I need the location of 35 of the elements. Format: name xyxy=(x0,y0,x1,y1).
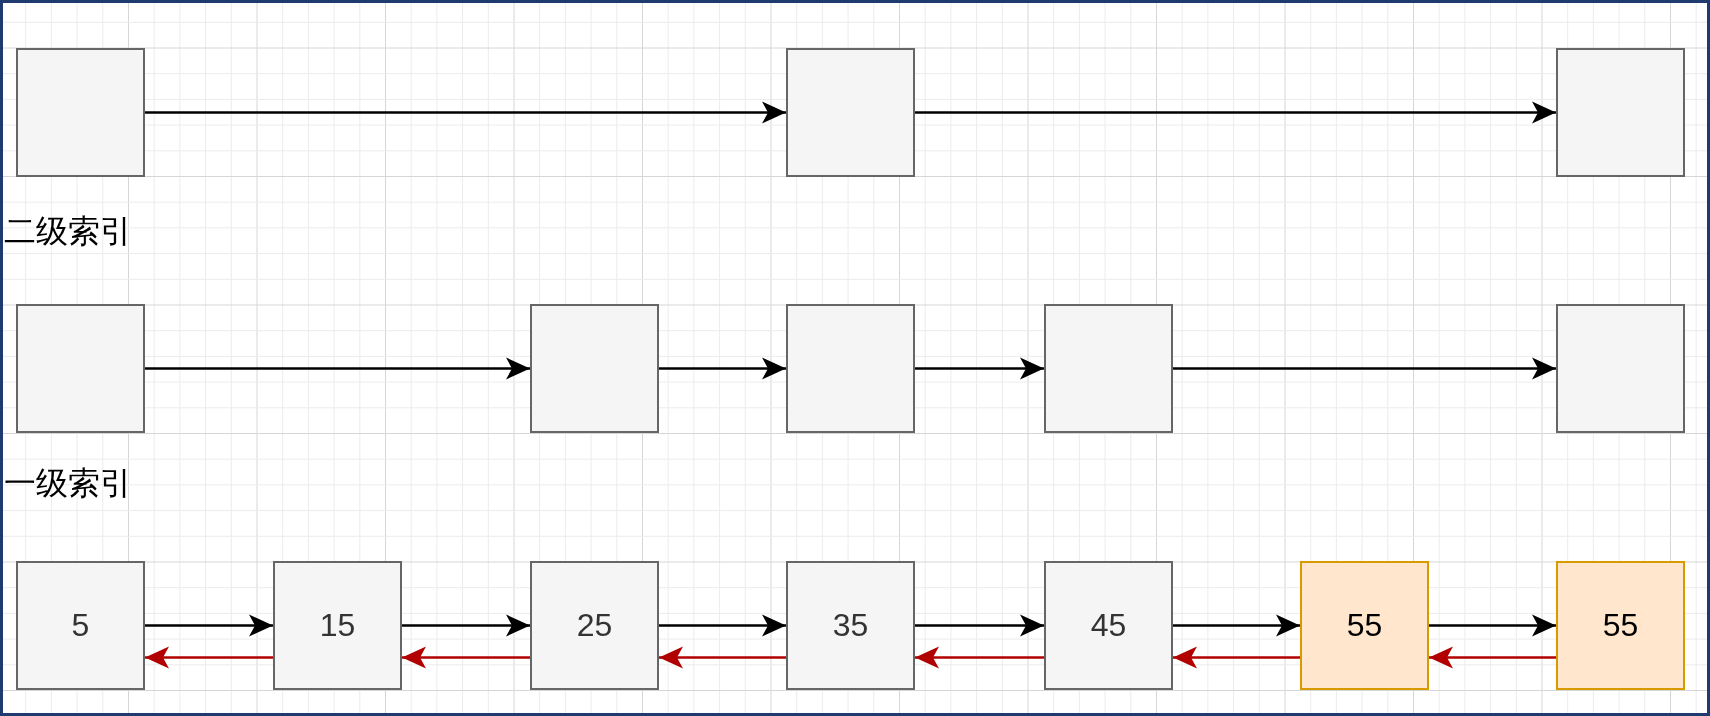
index-box xyxy=(1556,304,1685,433)
value-box: 55 xyxy=(1556,561,1685,690)
arrow xyxy=(915,101,1556,124)
value-box: 35 xyxy=(786,561,915,690)
index-box xyxy=(786,48,915,177)
value-box: 5 xyxy=(16,561,145,690)
arrow xyxy=(659,614,786,637)
index-box xyxy=(530,304,659,433)
arrow xyxy=(915,646,1044,669)
index-box xyxy=(16,48,145,177)
value-box: 55 xyxy=(1300,561,1429,690)
arrow xyxy=(1429,646,1556,669)
value-box: 25 xyxy=(530,561,659,690)
arrow xyxy=(1173,357,1556,380)
arrow xyxy=(402,614,530,637)
arrow xyxy=(145,614,273,637)
row-label: 二级索引 xyxy=(4,212,132,251)
value-box: 15 xyxy=(273,561,402,690)
index-box xyxy=(16,304,145,433)
arrow xyxy=(145,646,273,669)
arrow xyxy=(145,357,530,380)
index-box xyxy=(1556,48,1685,177)
value-box: 45 xyxy=(1044,561,1173,690)
arrow xyxy=(659,357,786,380)
arrow xyxy=(402,646,530,669)
arrow xyxy=(659,646,786,669)
row-label: 一级索引 xyxy=(4,464,132,503)
index-box xyxy=(1044,304,1173,433)
arrow xyxy=(145,101,786,124)
arrow xyxy=(915,614,1044,637)
arrow xyxy=(915,357,1044,380)
index-box xyxy=(786,304,915,433)
arrow xyxy=(1429,614,1556,637)
arrow xyxy=(1173,614,1300,637)
arrow xyxy=(1173,646,1300,669)
